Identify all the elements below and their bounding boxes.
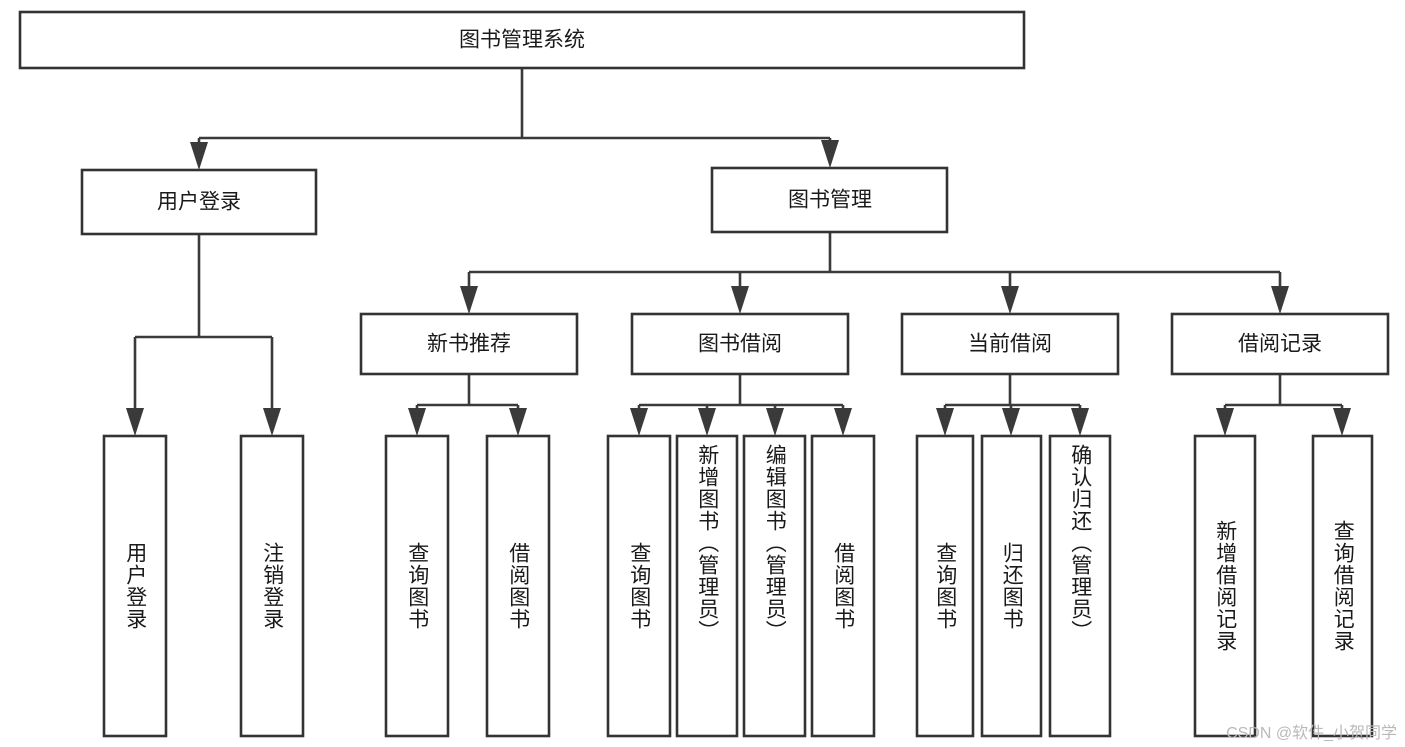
node-box-borrow-query-book[interactable] xyxy=(606,434,672,738)
node-label-root: 图书管理系统 xyxy=(459,29,585,52)
arrow-to-borrow-borrow-book xyxy=(834,408,852,436)
node-box-book-borrow[interactable] xyxy=(630,312,850,376)
arrow-to-recommend-query-book xyxy=(408,408,426,436)
arrow-to-recommend-borrow-book xyxy=(509,408,527,436)
node-box-record-query[interactable] xyxy=(1311,434,1374,738)
node-box-borrow-edit-book[interactable] xyxy=(742,434,807,738)
node-box-recommend-query-book[interactable] xyxy=(384,434,450,738)
node-box-new-book-recommend[interactable] xyxy=(359,312,579,376)
node-box-borrow-add-book[interactable] xyxy=(675,434,739,738)
edges-layer xyxy=(126,68,1351,436)
node-box-borrow-borrow-book[interactable] xyxy=(810,434,876,738)
node-box-book-management[interactable] xyxy=(710,166,949,234)
node-box-root[interactable] xyxy=(18,10,1026,70)
arrow-to-borrow-edit-book xyxy=(766,408,784,436)
arrow-to-record-query xyxy=(1333,408,1351,436)
node-box-user-logout-leaf[interactable] xyxy=(239,434,305,738)
node-label-book-borrow: 图书借阅 xyxy=(698,333,782,356)
node-box-current-confirm-return[interactable] xyxy=(1048,434,1112,738)
node-label-book-management: 图书管理 xyxy=(788,189,872,212)
arrow-to-book-borrow xyxy=(731,286,749,314)
node-label-new-book-recommend: 新书推荐 xyxy=(427,333,511,356)
node-box-borrow-record[interactable] xyxy=(1170,312,1390,376)
node-box-current-return-book[interactable] xyxy=(980,434,1043,738)
arrow-to-user-logout-leaf xyxy=(263,408,281,436)
arrow-to-borrow-add-book xyxy=(698,408,716,436)
node-box-record-add[interactable] xyxy=(1193,434,1257,738)
node-label-user-login: 用户登录 xyxy=(157,191,241,214)
arrow-to-borrow-query-book xyxy=(630,408,648,436)
arrow-to-record-add xyxy=(1216,408,1234,436)
node-label-current-borrow: 当前借阅 xyxy=(968,333,1052,356)
arrow-to-current-query-book xyxy=(936,408,954,436)
node-box-current-query-book[interactable] xyxy=(915,434,975,738)
arrow-to-current-borrow xyxy=(1001,286,1019,314)
node-box-recommend-borrow-book[interactable] xyxy=(485,434,551,738)
arrow-to-current-return-book xyxy=(1002,408,1020,436)
node-box-user-login[interactable] xyxy=(80,168,318,236)
node-box-user-login-leaf[interactable] xyxy=(102,434,168,738)
arrow-to-new-book-recommend xyxy=(460,286,478,314)
arrow-to-user-login-leaf xyxy=(126,408,144,436)
nodes-layer: 图书管理系统 用户登录 图书管理 新书推荐 图书借阅 当前借阅 借阅记录 xyxy=(18,10,1390,738)
csdn-watermark: CSDN @软件_小贺同学 xyxy=(1226,725,1397,742)
node-box-current-borrow[interactable] xyxy=(900,312,1120,376)
arrow-to-book-management xyxy=(821,140,839,168)
node-label-borrow-record: 借阅记录 xyxy=(1238,333,1322,356)
arrow-to-borrow-record xyxy=(1271,286,1289,314)
arrow-to-current-confirm-return xyxy=(1071,408,1089,436)
arrow-to-user-login xyxy=(190,142,208,170)
